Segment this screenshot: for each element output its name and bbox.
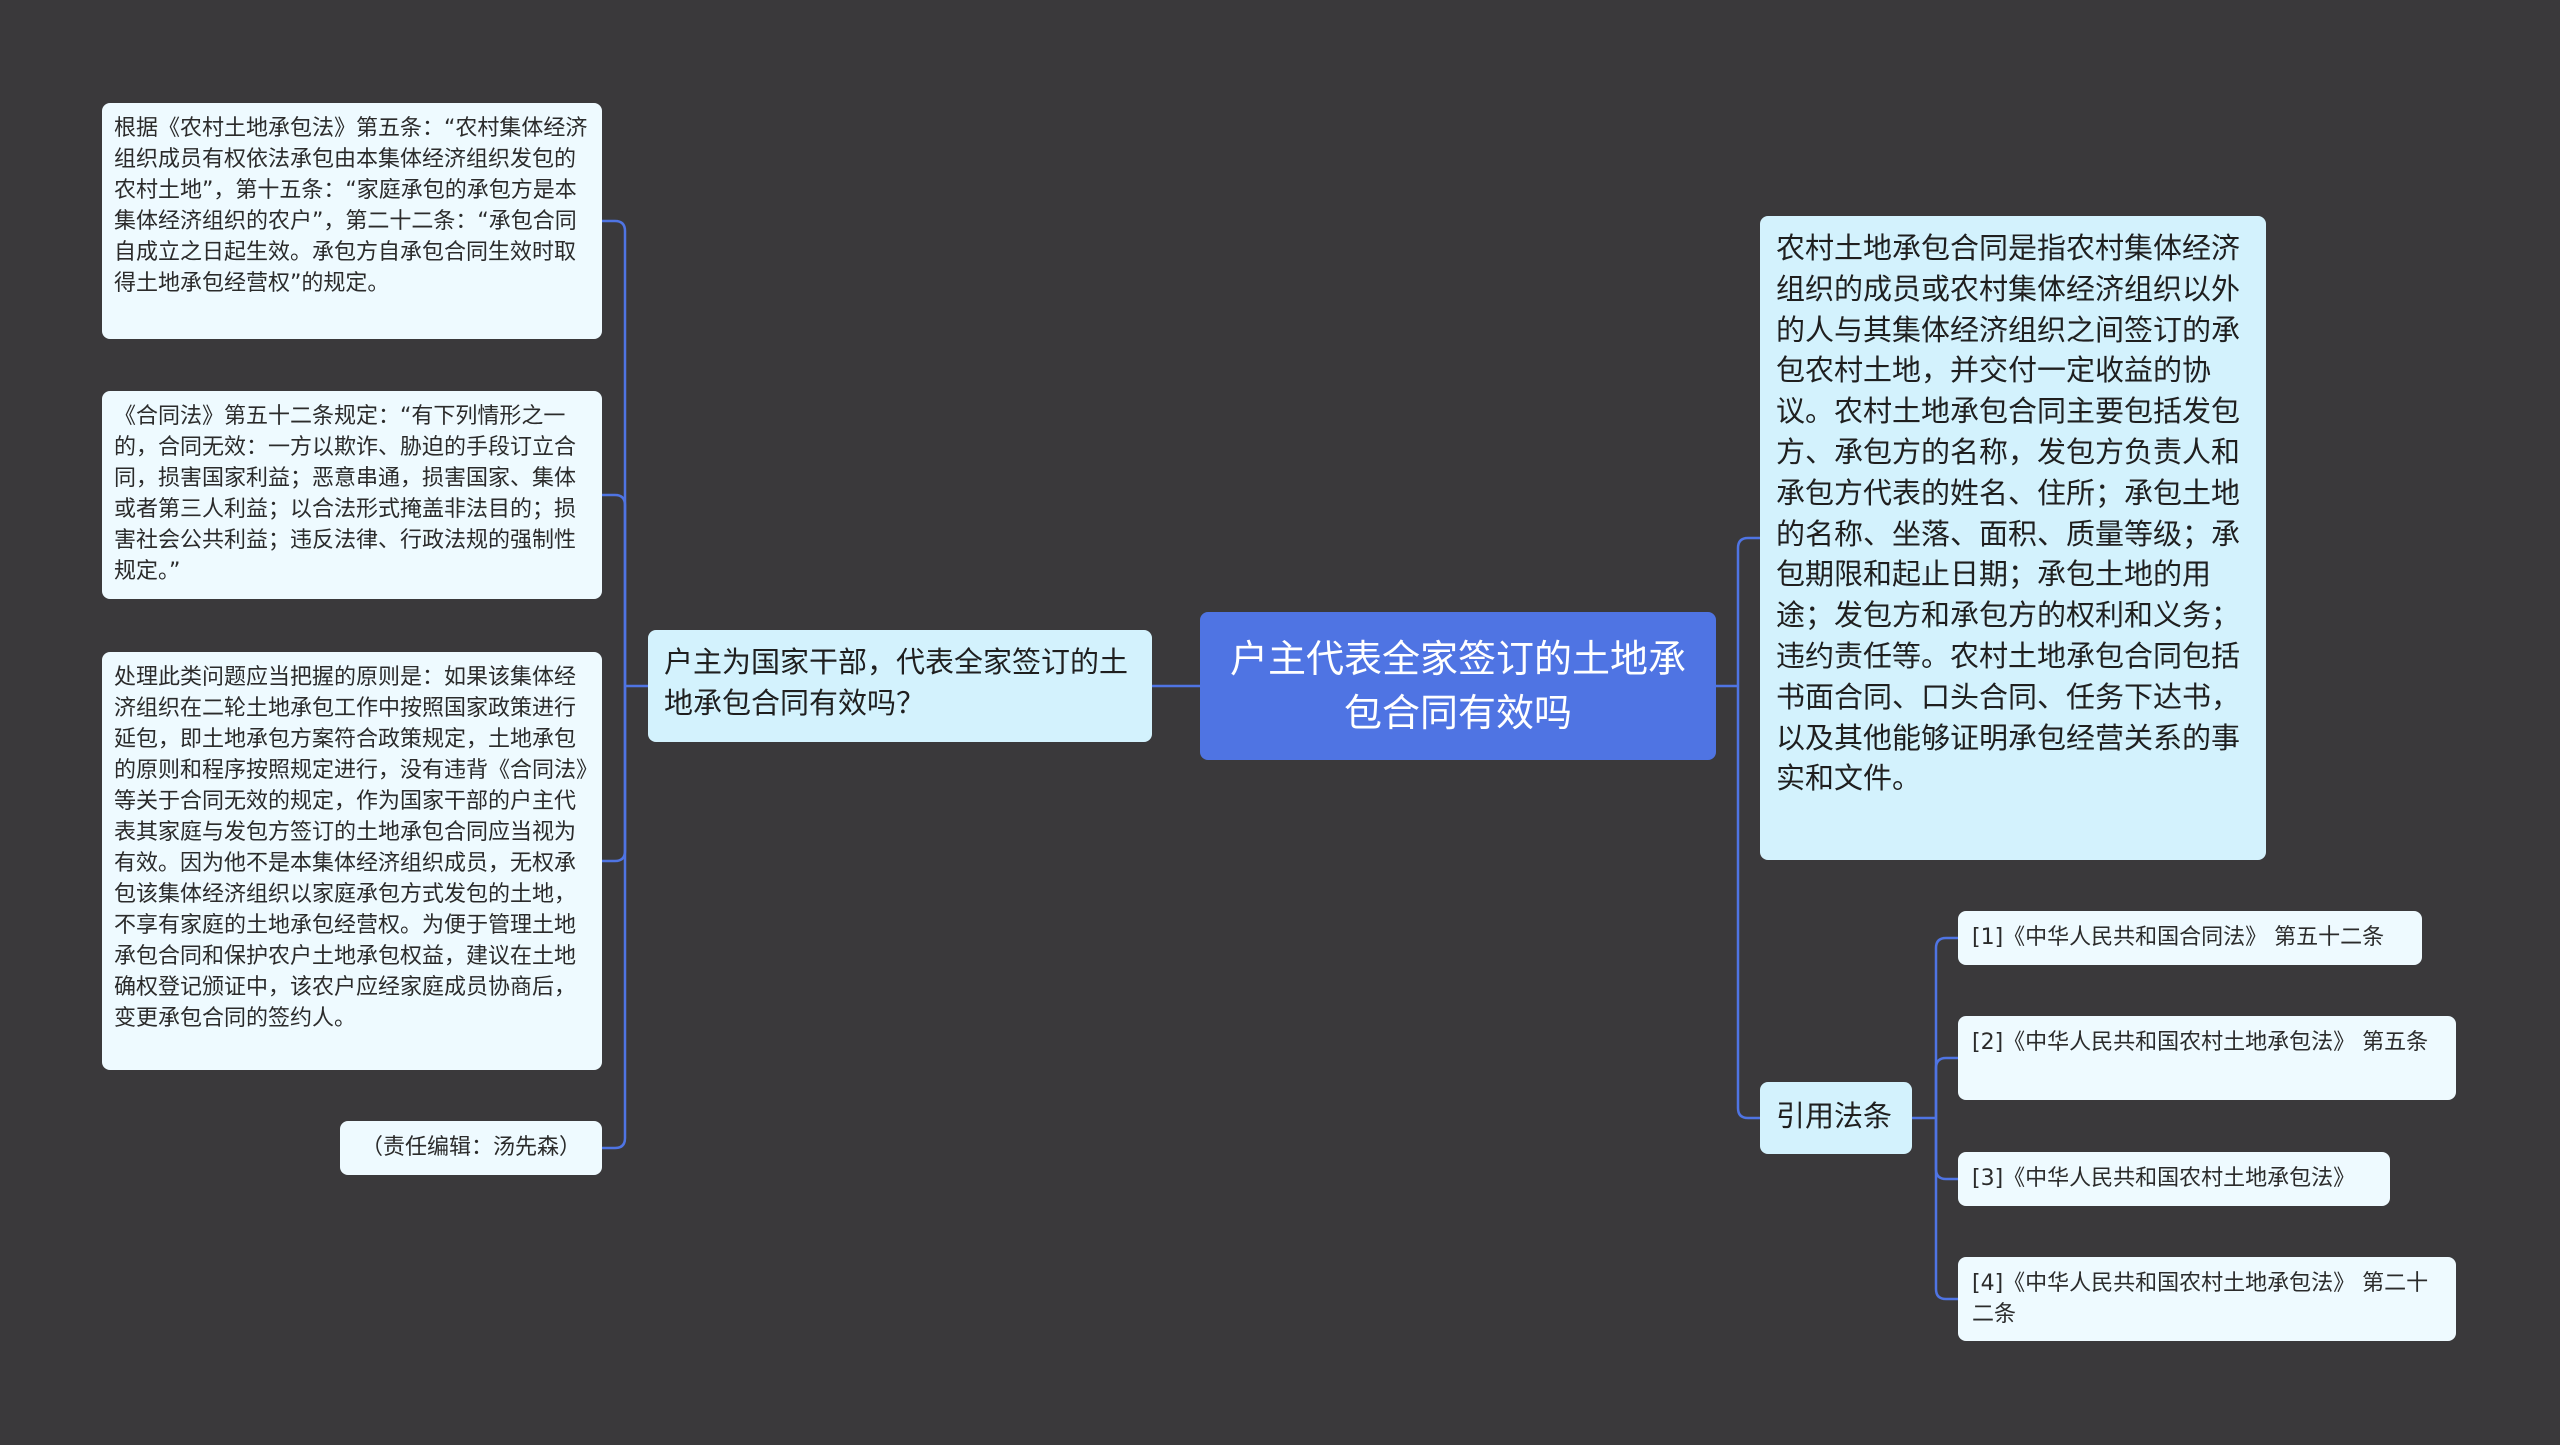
citation-item[interactable]: [3]《中华人民共和国农村土地承包法》 xyxy=(1958,1152,2390,1206)
citation-link xyxy=(1934,1118,1958,1301)
left-leaf-link xyxy=(602,686,627,1150)
left-leaf-node[interactable]: 处理此类问题应当把握的原则是：如果该集体经济组织在二轮土地承包工作中按照国家政策… xyxy=(102,652,602,1070)
citation-item[interactable]: [4]《中华人民共和国农村土地承包法》 第二十二条 xyxy=(1958,1257,2456,1341)
editor-credit-node[interactable]: （责任编辑：汤先森） xyxy=(340,1121,602,1175)
citation-link xyxy=(1934,1056,1958,1118)
citation-item[interactable]: [1]《中华人民共和国合同法》 第五十二条 xyxy=(1958,911,2422,965)
root-right-link xyxy=(1736,536,1760,686)
left-leaf-link xyxy=(602,219,627,686)
root-topic-node[interactable]: 户主代表全家签订的土地承包合同有效吗 xyxy=(1200,612,1716,760)
citations-branch-node[interactable]: 引用法条 xyxy=(1760,1082,1912,1154)
citation-item[interactable]: [2]《中华人民共和国农村土地承包法》 第五条 xyxy=(1958,1016,2456,1100)
root-right-link xyxy=(1736,686,1760,1120)
definition-node[interactable]: 农村土地承包合同是指农村集体经济组织的成员或农村集体经济组织以外的人与其集体经济… xyxy=(1760,216,2266,860)
citation-link xyxy=(1934,1118,1958,1181)
citation-link xyxy=(1934,936,1958,1118)
left-branch-node[interactable]: 户主为国家干部，代表全家签订的土地承包合同有效吗？ xyxy=(648,630,1152,742)
left-leaf-link xyxy=(602,686,627,863)
left-leaf-link xyxy=(602,493,627,686)
left-leaf-node[interactable]: 《合同法》第五十二条规定：“有下列情形之一的，合同无效：一方以欺诈、胁迫的手段订… xyxy=(102,391,602,599)
left-leaf-node[interactable]: 根据《农村土地承包法》第五条：“农村集体经济组织成员有权依法承包由本集体经济组织… xyxy=(102,103,602,339)
